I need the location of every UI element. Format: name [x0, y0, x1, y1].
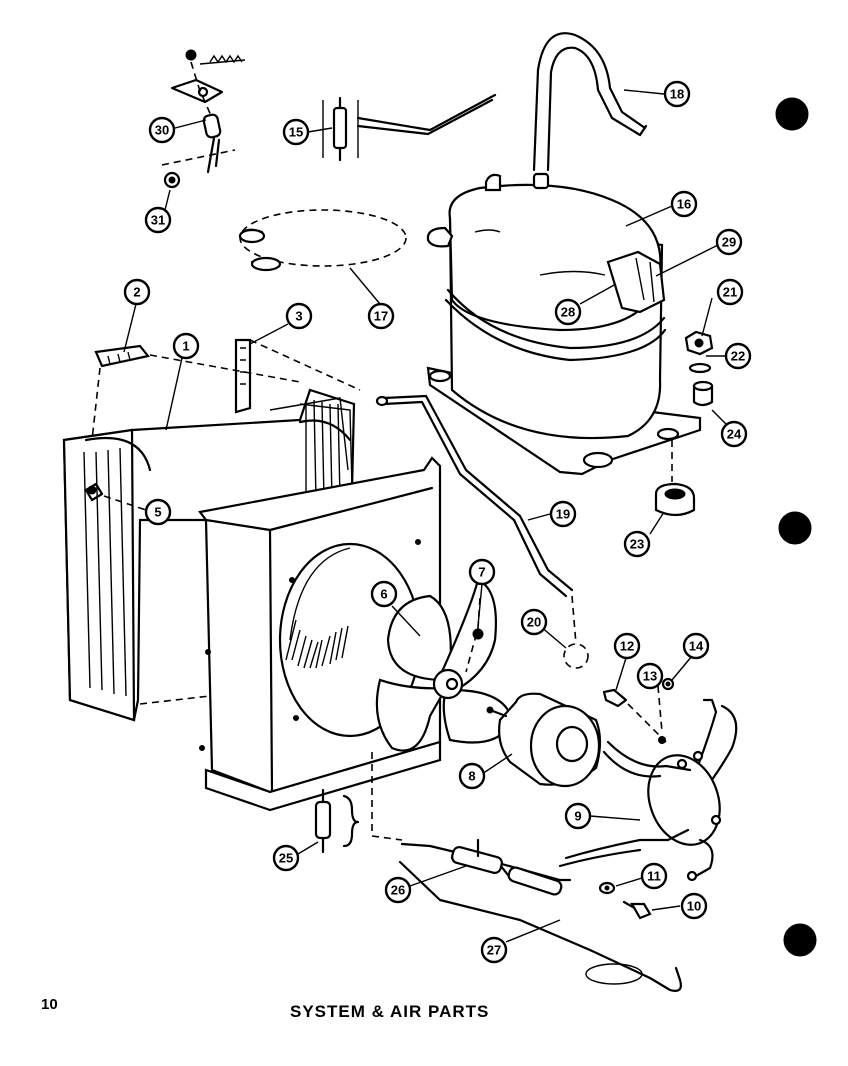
callout-13: 13	[636, 662, 664, 690]
callout-leaders	[123, 89, 733, 943]
callout-17: 17	[367, 302, 395, 330]
svg-text:2: 2	[133, 285, 140, 300]
callout-19: 19	[549, 500, 577, 528]
callout-2: 2	[123, 278, 151, 306]
callout-7: 7	[468, 558, 496, 586]
callout-27: 27	[480, 936, 508, 964]
diagram-title: SYSTEM & AIR PARTS	[290, 1002, 490, 1021]
binder-hole-bottom	[783, 923, 817, 957]
svg-text:3: 3	[295, 309, 302, 324]
callout-14: 14	[682, 632, 710, 660]
svg-text:13: 13	[643, 669, 657, 684]
part-8-motor	[486, 692, 602, 788]
svg-text:26: 26	[391, 883, 405, 898]
callout-16: 16	[670, 190, 698, 218]
page-number: 10	[41, 996, 58, 1013]
part-15-capacitor	[322, 93, 497, 162]
part-2-bracket	[91, 344, 150, 441]
callout-20: 20	[520, 608, 548, 636]
part-9-motor-mount	[558, 698, 738, 882]
callout-3: 3	[285, 302, 313, 330]
binder-hole-middle	[778, 511, 812, 545]
part-22-washer	[688, 362, 712, 374]
svg-text:7: 7	[478, 565, 485, 580]
svg-text:11: 11	[647, 869, 661, 884]
svg-text:22: 22	[731, 349, 745, 364]
svg-text:21: 21	[723, 285, 737, 300]
part-5-screw	[84, 482, 147, 511]
svg-text:29: 29	[722, 235, 736, 250]
part-18-tube	[532, 32, 648, 172]
callout-5: 5	[144, 498, 172, 526]
svg-text:12: 12	[620, 639, 634, 654]
callout-22: 22	[724, 342, 752, 370]
part-20-plug	[563, 595, 589, 669]
svg-text:5: 5	[154, 505, 161, 520]
part-13-screw	[657, 685, 666, 744]
svg-text:31: 31	[151, 213, 165, 228]
part-21-nut	[684, 330, 714, 356]
svg-text:23: 23	[630, 537, 644, 552]
part-14-nut	[661, 677, 675, 691]
part-7-set-screw	[465, 597, 484, 673]
part-3-side-bracket	[234, 338, 252, 414]
part-24-spacer	[692, 380, 714, 407]
svg-text:20: 20	[527, 615, 541, 630]
svg-text:8: 8	[468, 769, 475, 784]
binder-hole-top	[775, 97, 809, 131]
part-26-sensor-bulb	[371, 752, 572, 896]
svg-text:16: 16	[677, 197, 691, 212]
svg-text:14: 14	[689, 639, 704, 654]
callout-10: 10	[680, 892, 708, 920]
svg-text:25: 25	[279, 851, 293, 866]
part-30-clip-assembly	[161, 49, 246, 189]
callout-24: 24	[720, 420, 748, 448]
callout-30: 30	[148, 116, 176, 144]
callout-1: 1	[172, 332, 200, 360]
svg-text:15: 15	[289, 125, 303, 140]
svg-text:19: 19	[556, 507, 570, 522]
callout-15: 15	[282, 118, 310, 146]
svg-text:10: 10	[687, 899, 701, 914]
callout-28: 28	[554, 298, 582, 326]
callout-12: 12	[613, 632, 641, 660]
part-16-compressor	[426, 172, 702, 476]
callout-31: 31	[144, 206, 172, 234]
svg-text:1: 1	[182, 339, 189, 354]
part-25-capacitor	[314, 788, 360, 854]
part-1-condenser-coil	[62, 339, 361, 722]
part-12-screw	[602, 688, 667, 743]
callout-26: 26	[384, 876, 412, 904]
svg-text:9: 9	[574, 809, 581, 824]
svg-text:18: 18	[670, 87, 684, 102]
part-11-washer	[598, 881, 616, 895]
callout-23: 23	[623, 530, 651, 558]
part-27-capillary-tube	[398, 860, 682, 992]
part-19-tube	[375, 394, 574, 598]
callout-9: 9	[564, 802, 592, 830]
svg-text:6: 6	[380, 587, 387, 602]
svg-text:17: 17	[374, 309, 388, 324]
svg-text:30: 30	[155, 123, 169, 138]
svg-text:28: 28	[561, 305, 575, 320]
part-17-wire-loop	[238, 209, 407, 272]
callout-11: 11	[640, 862, 668, 890]
part-6-fan-blade	[375, 578, 514, 752]
svg-text:27: 27	[487, 943, 501, 958]
callout-18: 18	[663, 80, 691, 108]
callout-29: 29	[715, 228, 743, 256]
callout-8: 8	[458, 762, 486, 790]
part-10-bolt	[622, 900, 652, 920]
part-23-grommet	[654, 440, 696, 517]
callout-25: 25	[272, 844, 300, 872]
svg-text:24: 24	[727, 427, 742, 442]
callout-21: 21	[716, 278, 744, 306]
callout-6: 6	[370, 580, 398, 608]
